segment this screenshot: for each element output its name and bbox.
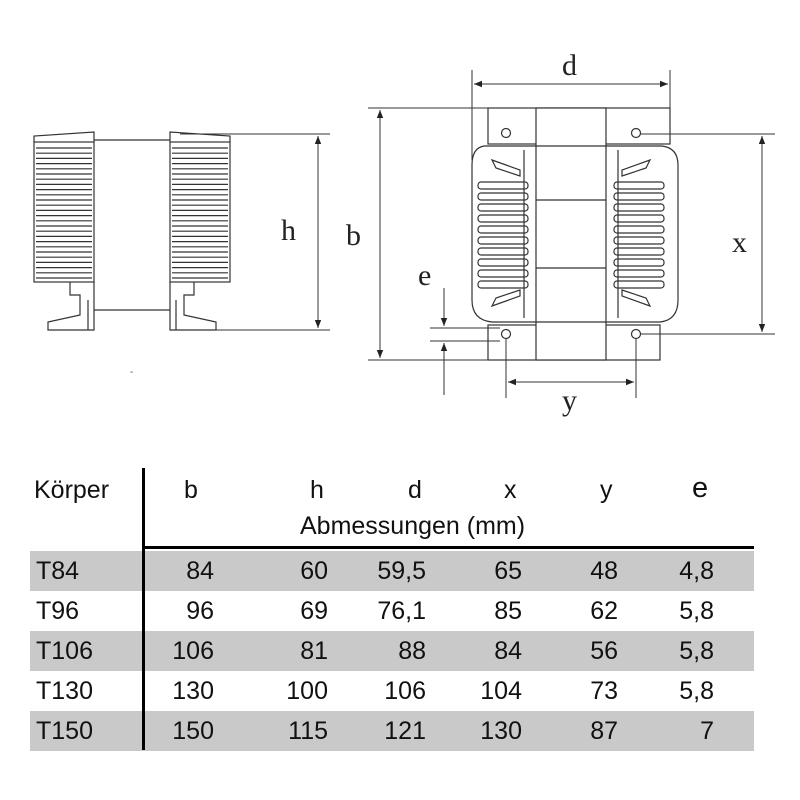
label-e: e [418, 259, 431, 292]
header-b: b [184, 476, 198, 504]
core-slot [613, 203, 665, 212]
core-slot [613, 247, 665, 256]
svg-text:-: - [130, 367, 133, 378]
cell-value: 76,1 [377, 597, 426, 625]
cell-value: 96 [186, 597, 214, 625]
cell-value: 65 [494, 557, 522, 585]
table-subheader: Abmessungen (mm) [300, 512, 526, 540]
core-slot [477, 203, 529, 212]
cell-value: 150 [172, 717, 214, 745]
cell-value: 84 [186, 557, 214, 585]
table-header-divider [142, 546, 754, 549]
cell-value: 100 [286, 677, 328, 705]
core-slot [477, 269, 529, 278]
table-row: T150 150 115 121 130 87 7 [30, 711, 754, 751]
cell-value: 130 [480, 717, 522, 745]
core-slot [613, 192, 665, 201]
core-slot [477, 247, 529, 256]
bobbin-side-view [33, 131, 231, 331]
cell-value: 69 [300, 597, 328, 625]
core-slot [477, 214, 529, 223]
header-d: d [408, 476, 422, 504]
label-x: x [732, 226, 747, 259]
cell-koerper: T130 [36, 677, 93, 705]
core-slot [477, 225, 529, 234]
core-slot [613, 181, 665, 190]
cell-value: 85 [494, 597, 522, 625]
core-slot [613, 236, 665, 245]
cell-value: 88 [398, 637, 426, 665]
label-y: y [562, 384, 577, 417]
cell-value: 56 [590, 637, 618, 665]
cell-value: 5,8 [679, 677, 714, 705]
cell-value: 60 [300, 557, 328, 585]
cell-koerper: T84 [36, 557, 80, 585]
table-row: T84 84 60 59,5 65 48 4,8 [30, 551, 754, 591]
cell-value: 87 [590, 717, 618, 745]
header-x: x [504, 476, 517, 504]
cell-value: 104 [480, 677, 522, 705]
core-slot [477, 181, 529, 190]
header-y: y [600, 476, 613, 504]
table-row: T130 130 100 106 104 73 5,8 [30, 671, 754, 711]
cell-value: 81 [300, 637, 328, 665]
header-h: h [310, 476, 324, 504]
core-slot [613, 258, 665, 267]
cell-value: 121 [384, 717, 426, 745]
cell-value: 115 [288, 717, 328, 745]
cell-value: 62 [590, 597, 618, 625]
table-vertical-divider [142, 468, 145, 750]
core-slot [613, 280, 665, 289]
cell-koerper: T150 [36, 717, 93, 745]
core-slot [477, 258, 529, 267]
label-d: d [562, 49, 577, 82]
cell-value: 73 [590, 677, 618, 705]
cell-value: 5,8 [679, 597, 714, 625]
cell-value: 5,8 [679, 637, 714, 665]
cell-value: 48 [590, 557, 618, 585]
core-slot [477, 236, 529, 245]
dim-y [505, 338, 637, 398]
transformer-drawing: h - d [33, 49, 775, 417]
dim-x [640, 133, 775, 335]
core-slot [477, 280, 529, 289]
table-row: T106 106 81 88 84 56 5,8 [30, 631, 754, 671]
core-slot [613, 269, 665, 278]
cell-koerper: T96 [36, 597, 80, 625]
label-h: h [281, 214, 296, 247]
cell-koerper: T106 [36, 637, 93, 665]
transformer-front-view [471, 107, 679, 361]
cell-value: 84 [494, 637, 522, 665]
core-slot [613, 214, 665, 223]
table-row: T96 96 69 76,1 85 62 5,8 [30, 591, 754, 631]
core-slot [613, 225, 665, 234]
dim-e [430, 288, 500, 395]
dim-d [471, 70, 671, 160]
cell-value: 4,8 [679, 557, 714, 585]
dim-b [368, 107, 520, 361]
header-koerper: Körper [34, 476, 110, 504]
cell-value: 106 [172, 637, 214, 665]
cell-value: 106 [384, 677, 426, 705]
dim-h [180, 133, 330, 331]
cell-value: 130 [172, 677, 214, 705]
cell-value: 59,5 [377, 557, 426, 585]
header-e: e [692, 472, 709, 504]
core-slot [477, 192, 529, 201]
cell-value: 7 [700, 717, 714, 745]
label-b: b [346, 219, 361, 252]
